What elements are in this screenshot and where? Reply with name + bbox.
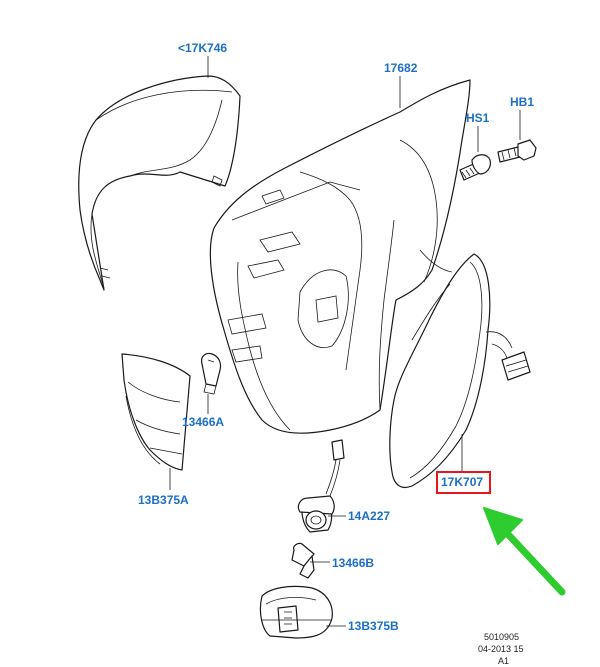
screw-hs1-part	[459, 154, 491, 181]
label-cover: <17K746	[178, 41, 227, 55]
indicator-lamp-13b375a-part	[121, 353, 191, 471]
drawing-number: 5010905	[484, 632, 519, 642]
highlight-box	[436, 471, 491, 494]
label-14a227: 14A227	[348, 509, 390, 523]
label-13b375b: 13B375B	[348, 619, 399, 633]
label-17k707: 17K707	[441, 475, 483, 489]
bolt-hb1-part	[497, 139, 537, 163]
revision-code: A1	[498, 656, 509, 666]
label-13466b: 13466B	[332, 556, 374, 570]
label-hb1: HB1	[510, 95, 534, 109]
label-13466a: 13466A	[182, 415, 224, 429]
pointer-arrow	[483, 507, 566, 596]
label-housing: 17682	[384, 61, 418, 75]
bulb-13466a-part	[201, 352, 222, 395]
lamp-socket-14a227-part	[297, 439, 345, 533]
label-13b375a: 13B375A	[138, 493, 189, 507]
bulb-13466b-part	[291, 542, 315, 579]
label-hs1: HS1	[466, 111, 490, 125]
mirror-housing-part	[209, 79, 471, 434]
puddle-lamp-13b375b-part	[259, 585, 333, 639]
date-code: 04-2013 15	[478, 644, 524, 654]
mirror-glass-part	[389, 249, 531, 489]
mirror-cover-part	[78, 75, 241, 291]
